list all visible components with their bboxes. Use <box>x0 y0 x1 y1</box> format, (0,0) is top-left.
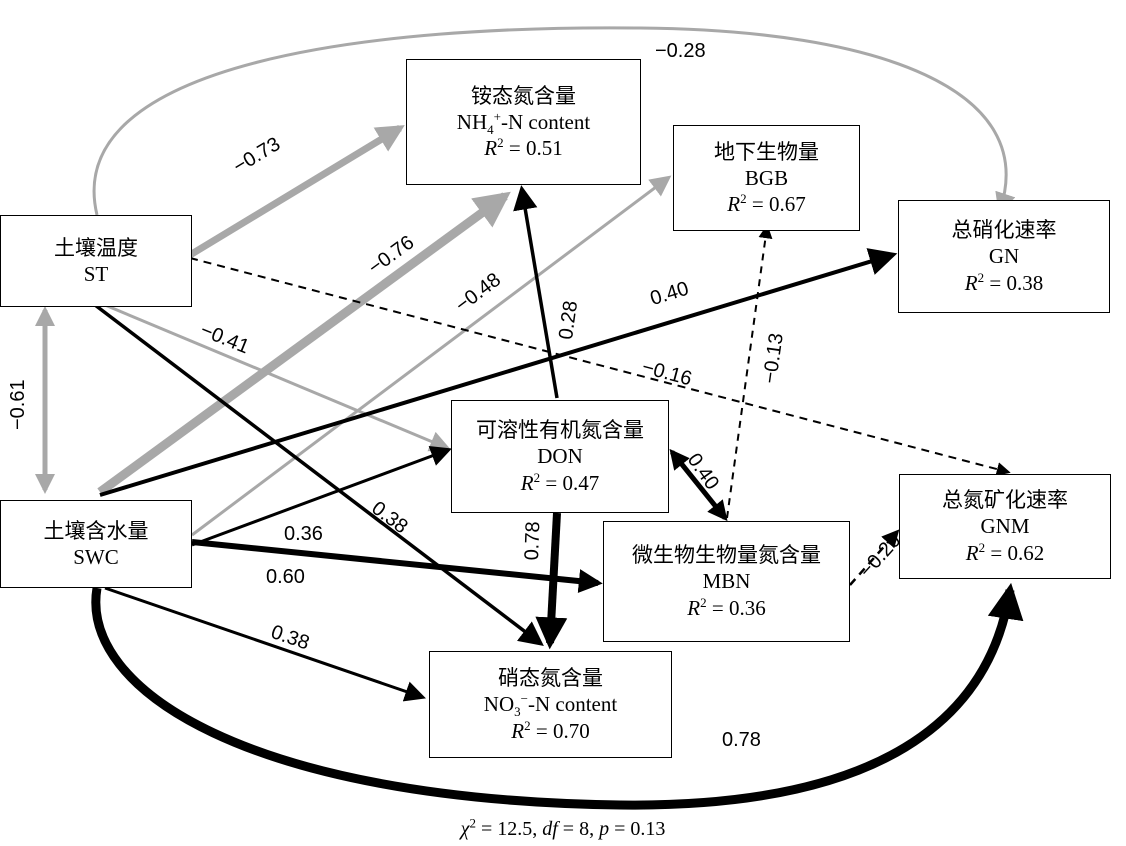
node-gn-r2: R2 = 0.38 <box>964 269 1044 295</box>
node-bgb: 地下生物量 BGB R2 = 0.67 <box>673 125 860 231</box>
node-swc-cn: 土壤含水量 <box>43 518 149 543</box>
node-don-r2: R2 = 0.47 <box>520 469 600 495</box>
node-st: 土壤温度 ST <box>0 215 192 307</box>
path-swc-no3 <box>104 586 426 702</box>
node-gn: 总硝化速率 GN R2 = 0.38 <box>898 200 1110 313</box>
node-don: 可溶性有机氮含量 DON R2 = 0.47 <box>451 400 669 513</box>
node-gnm-r2: R2 = 0.62 <box>965 539 1045 565</box>
path-swc-gn <box>99 248 898 497</box>
path-swc-bgb <box>191 175 672 537</box>
coef-st-gn: −0.28 <box>655 40 706 62</box>
node-gnm-cn: 总氮矿化速率 <box>942 488 1068 513</box>
path-st-nh4 <box>188 125 405 258</box>
node-swc: 土壤含水量 SWC <box>0 500 192 588</box>
node-gnm: 总氮矿化速率 GNM R2 = 0.62 <box>899 474 1111 579</box>
node-don-en: DON <box>537 444 583 469</box>
path-st-don <box>104 303 451 452</box>
coef-swc-gnm: 0.78 <box>722 729 761 751</box>
node-gn-en: GN <box>988 244 1020 269</box>
node-swc-en: SWC <box>73 545 119 569</box>
node-mbn-en: MBN <box>702 569 751 594</box>
node-st-en: ST <box>83 262 109 286</box>
node-bgb-en: BGB <box>744 165 789 190</box>
coef-swc-don: 0.36 <box>284 523 323 545</box>
node-gnm-en: GNM <box>980 514 1030 539</box>
path-swc-gnm <box>91 582 1024 810</box>
node-mbn-cn: 微生物生物量氮含量 <box>632 543 821 568</box>
path-st-gnm <box>189 257 1011 476</box>
model-fit-stats: χ2 = 12.5, df = 8, p = 0.13 <box>460 815 666 840</box>
node-bgb-cn: 地下生物量 <box>714 139 819 164</box>
node-don-cn: 可溶性有机氮含量 <box>476 418 644 443</box>
coef-don-no3: 0.78 <box>521 521 545 561</box>
node-mbn: 微生物生物量氮含量 MBN R2 = 0.36 <box>603 521 850 642</box>
path-swc-nh4 <box>97 191 511 496</box>
path-mbn-gnm <box>849 529 900 586</box>
path-st-no3 <box>93 303 544 646</box>
coef-st-swc: −0.61 <box>7 379 29 430</box>
coef-don-nh4: 0.28 <box>555 299 583 341</box>
node-no3-en: NO3−-N content <box>483 691 618 720</box>
node-no3-cn: 硝态氮含量 <box>498 666 603 691</box>
path-st-gn <box>92 26 1016 216</box>
node-bgb-r2: R2 = 0.67 <box>727 191 806 217</box>
node-gn-cn: 总硝化速率 <box>951 218 1057 243</box>
coef-swc-mbn: 0.60 <box>266 566 305 588</box>
node-nh4-cn: 铵态氮含量 <box>471 83 576 108</box>
path-don-mbn <box>669 448 728 522</box>
path-swc-don <box>191 446 452 547</box>
path-mbn-bgb <box>726 224 773 519</box>
node-no3-r2: R2 = 0.70 <box>511 717 590 743</box>
path-swc-mbn <box>191 539 603 594</box>
node-nh4: 铵态氮含量 NH4+-N content R2 = 0.51 <box>406 59 641 185</box>
path-don-no3 <box>535 512 568 650</box>
node-nh4-en: NH4+-N content <box>456 108 591 138</box>
node-st-cn: 土壤温度 <box>54 235 138 260</box>
node-mbn-r2: R2 = 0.36 <box>687 594 766 620</box>
node-no3: 硝态氮含量 NO3−-N content R2 = 0.70 <box>429 651 672 758</box>
node-nh4-r2: R2 = 0.51 <box>484 135 563 161</box>
path-don-nh4 <box>513 185 559 399</box>
